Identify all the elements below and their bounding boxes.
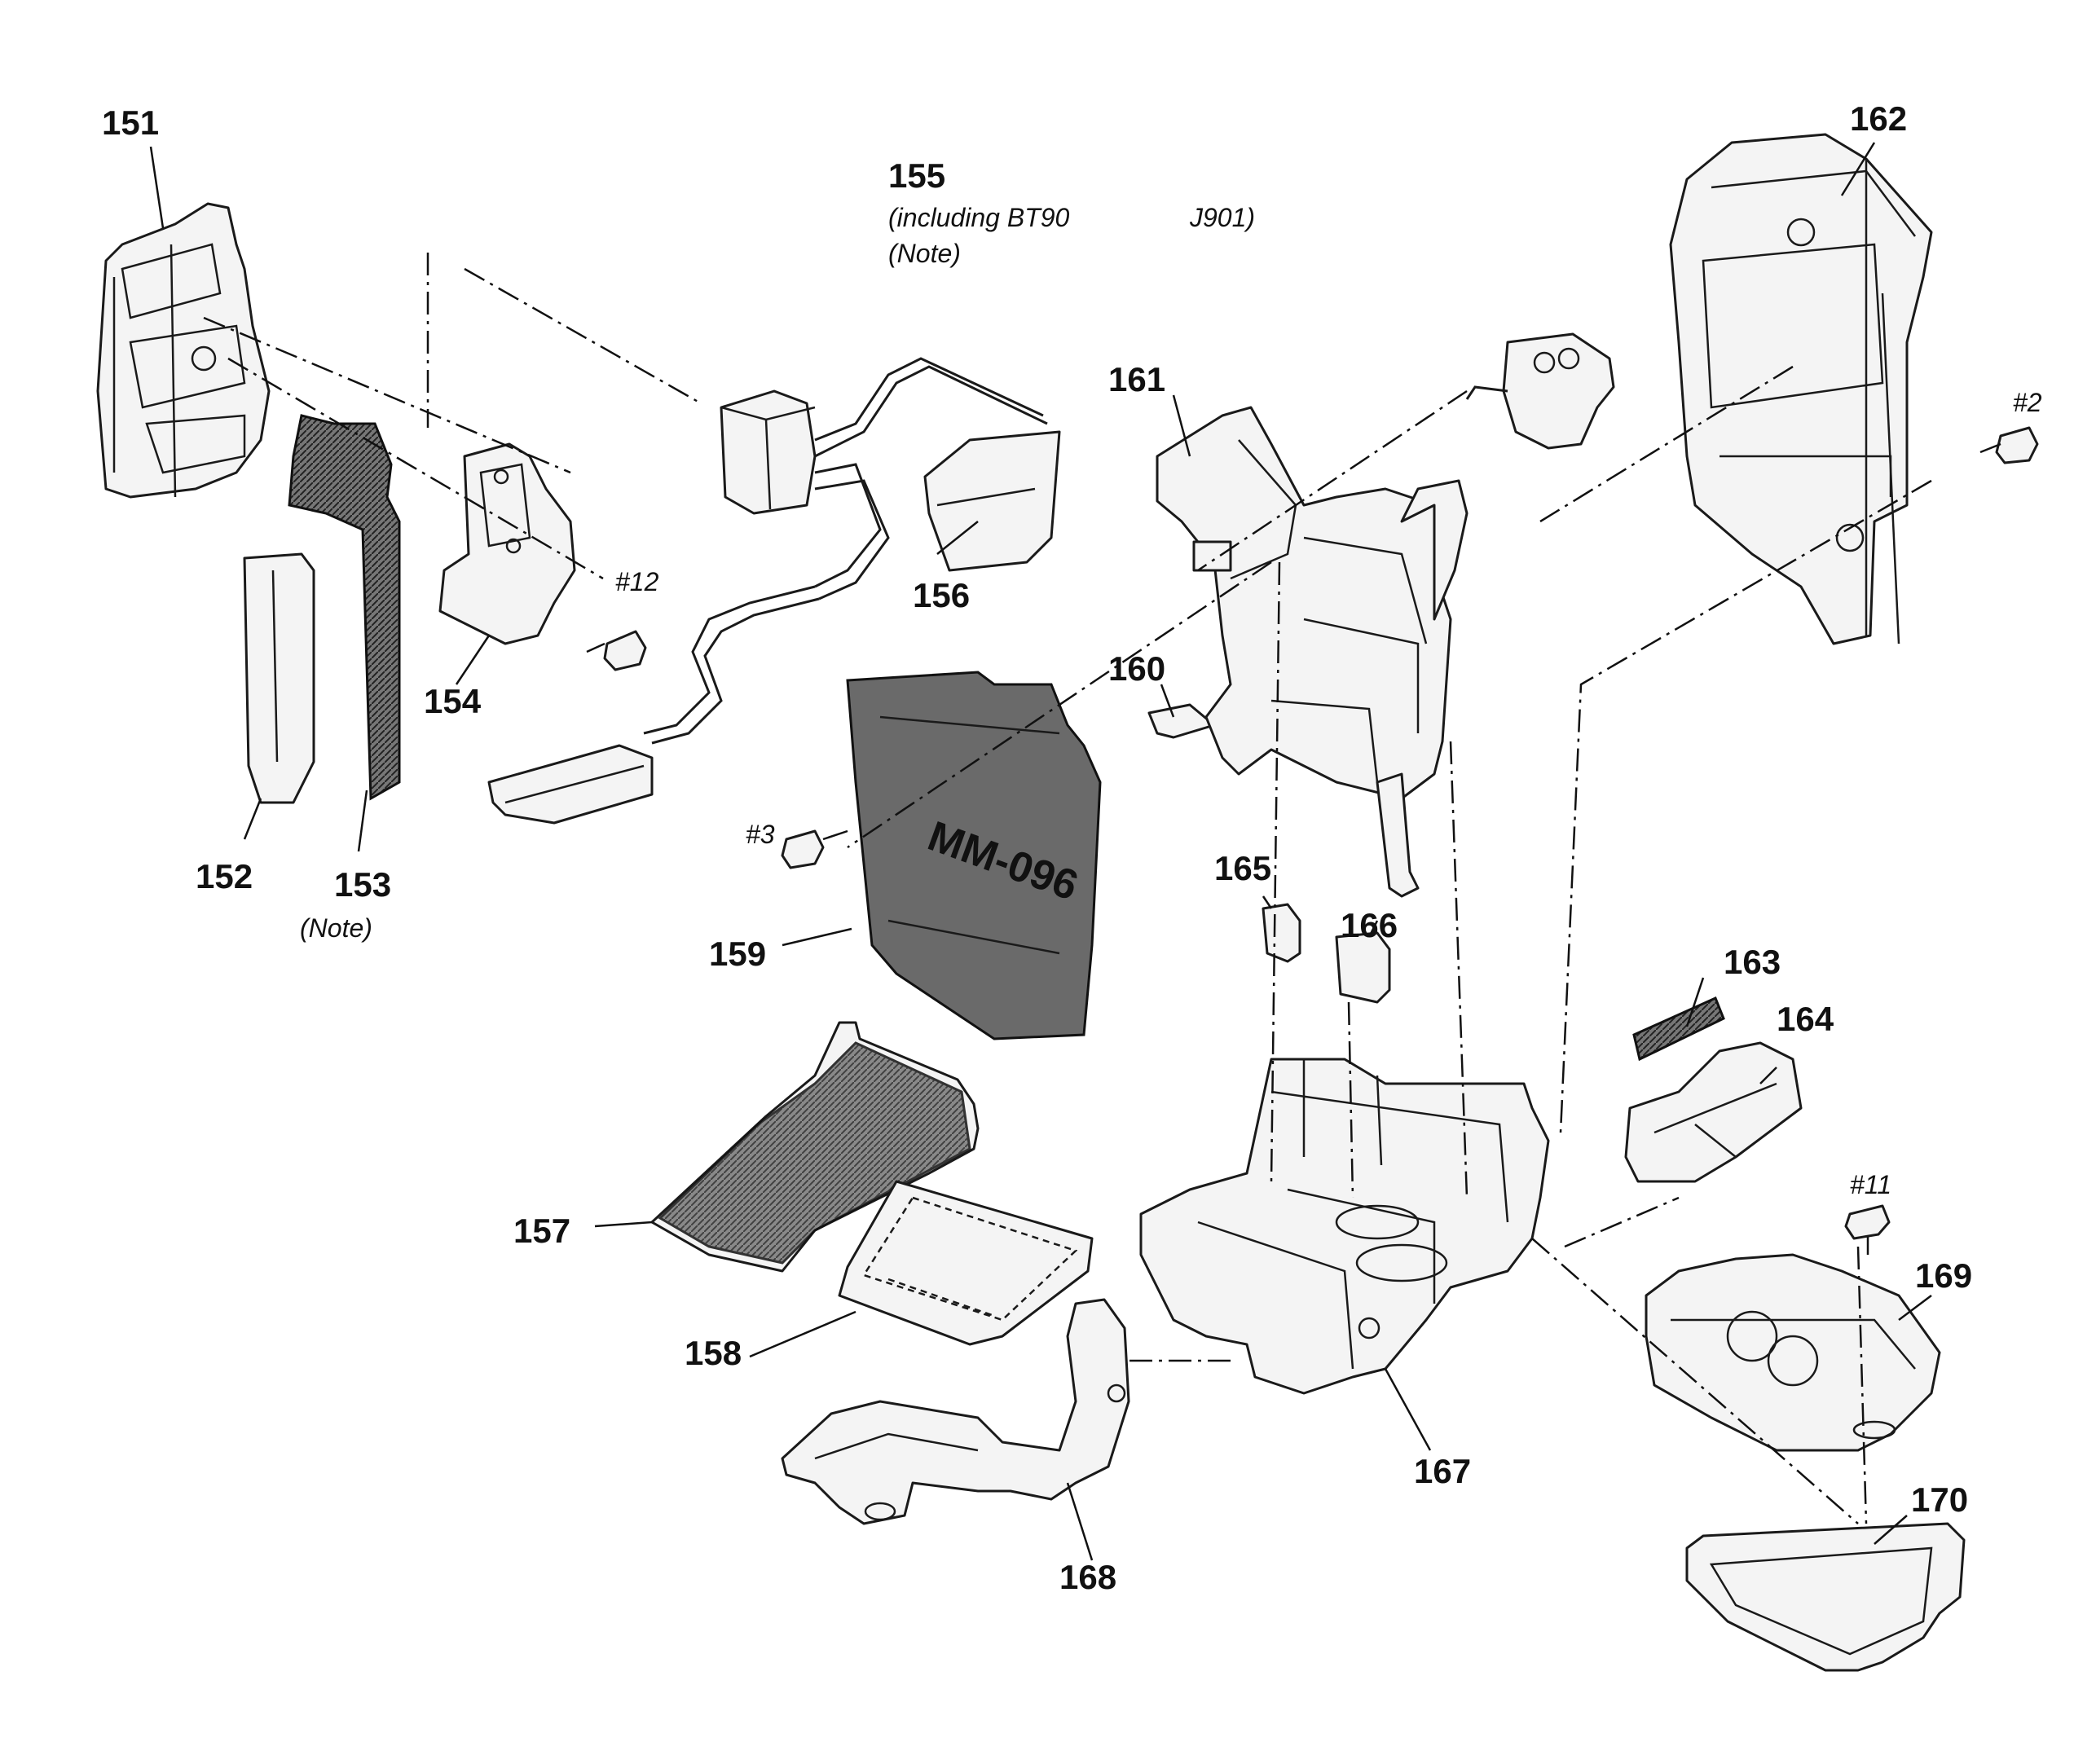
part-166-block — [1335, 931, 1391, 1004]
screw-2 — [1979, 426, 2039, 464]
note-153: (Note) — [300, 913, 372, 943]
label-168: 168 — [1059, 1558, 1116, 1596]
label-169: 169 — [1915, 1256, 1972, 1295]
part-159-circuit-board: MM-096 — [846, 671, 1102, 1040]
label-screw-3: #3 — [746, 820, 775, 849]
note-155-note: (Note) — [888, 239, 961, 268]
part-160-tab — [1147, 703, 1216, 739]
part-168-bracket — [781, 1298, 1130, 1525]
label-154: 154 — [424, 682, 482, 720]
leader-lines — [149, 142, 1932, 1561]
part-170-cover — [1685, 1522, 1966, 1672]
screw-3 — [781, 829, 848, 869]
label-170: 170 — [1911, 1480, 1968, 1519]
label-159: 159 — [709, 935, 766, 973]
assembly-lines — [203, 253, 1932, 1524]
part-162-side-panel — [1669, 133, 1933, 645]
part-164-holder — [1624, 1041, 1803, 1183]
part-167-chassis — [1139, 1058, 1550, 1395]
part-161-main-frame — [1156, 406, 1469, 898]
label-158: 158 — [685, 1334, 742, 1372]
part-165-clip — [1262, 903, 1301, 963]
part-153-flex-cable — [288, 414, 401, 801]
label-166: 166 — [1341, 906, 1398, 944]
part-157-flex-sheet — [650, 1021, 980, 1273]
part-151-bracket — [96, 202, 271, 499]
note-155-including: (including BT90 — [888, 203, 1070, 232]
label-167: 167 — [1414, 1452, 1471, 1490]
label-155: 155 — [888, 156, 945, 195]
screw-12 — [586, 630, 647, 671]
part-163-spring — [1632, 996, 1725, 1062]
label-157: 157 — [513, 1212, 570, 1250]
part-169-base-housing — [1645, 1253, 1941, 1452]
label-151: 151 — [102, 103, 159, 142]
part-152-plate — [243, 552, 315, 804]
label-164: 164 — [1777, 1000, 1834, 1038]
note-155-j901: J901) — [1189, 203, 1255, 232]
label-163: 163 — [1724, 943, 1781, 981]
screw-11 — [1844, 1204, 1891, 1255]
label-156: 156 — [913, 576, 970, 614]
label-161: 161 — [1108, 360, 1165, 398]
label-152: 152 — [196, 857, 253, 895]
part-156-sheet — [923, 430, 1061, 572]
label-162: 162 — [1850, 99, 1907, 138]
label-153: 153 — [334, 865, 391, 904]
part-154-bracket — [438, 442, 576, 645]
label-160: 160 — [1108, 649, 1165, 688]
label-screw-11: #11 — [1850, 1170, 1891, 1199]
label-165: 165 — [1214, 849, 1271, 887]
part-labels: 151 152 153 (Note) 154 155 (including BT… — [102, 99, 1972, 1596]
screw-labels: #12 #3 #2 #11 — [615, 388, 2042, 1199]
part-158-sheet — [838, 1180, 1094, 1346]
label-screw-2: #2 — [2013, 388, 2042, 417]
part-155-battery-harness — [487, 332, 1615, 825]
label-screw-12: #12 — [615, 567, 659, 596]
